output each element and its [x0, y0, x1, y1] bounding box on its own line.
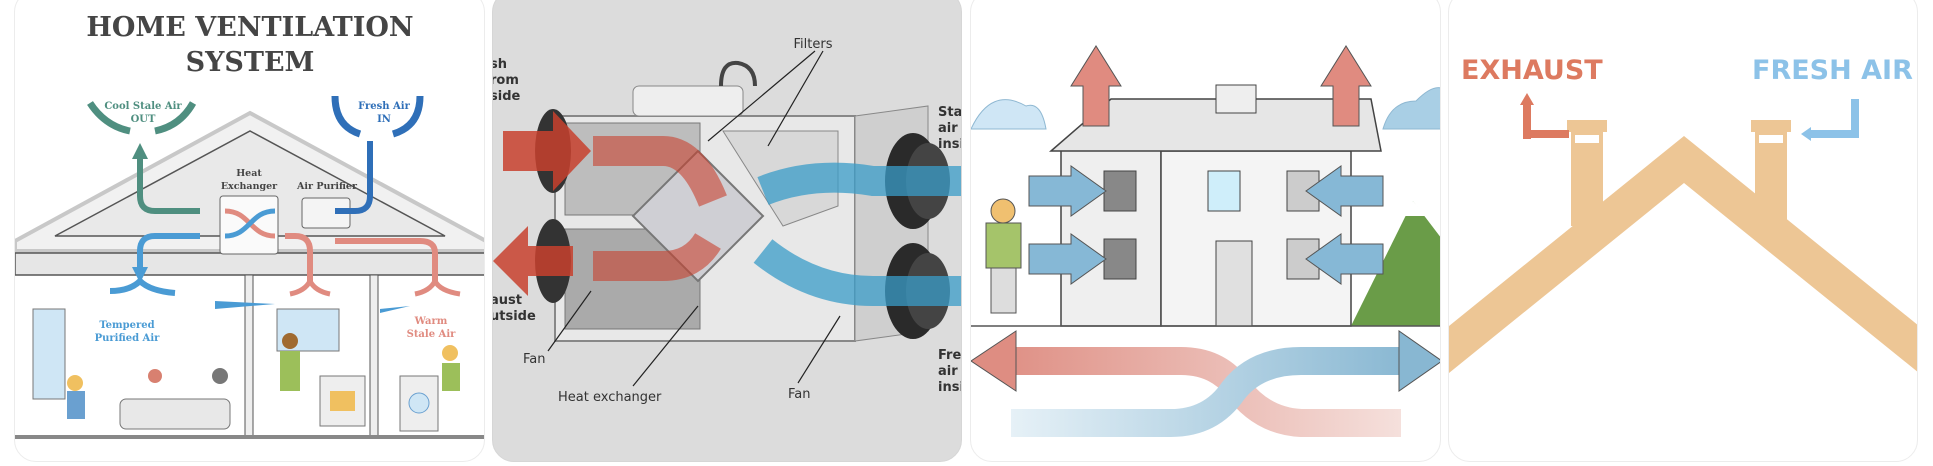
- image-card-home-ventilation[interactable]: HOME VENTILATION SYSTEM Cool Stale Air O…: [14, 0, 485, 462]
- label-stale-2: air: [938, 121, 958, 136]
- label-tempered: Tempered: [99, 320, 154, 331]
- exhaust-arrow-right: [1320, 45, 1372, 127]
- label-stale-3: insi: [938, 137, 962, 152]
- fresh-air-arrow-icon: [1809, 99, 1859, 138]
- image-card-hrv-unit[interactable]: Filters sh rom side aust utside Fan Heat…: [492, 0, 962, 462]
- title-line-2: SYSTEM: [186, 47, 315, 78]
- floor: [15, 435, 484, 439]
- label-fresh-air: Fresh Air: [358, 101, 410, 112]
- label-heat: Heat: [236, 168, 262, 179]
- label-filters: Filters: [794, 37, 833, 52]
- unit-top-box: [632, 85, 744, 117]
- ceiling: [15, 252, 484, 276]
- label-heat-exchanger: Heat exchanger: [558, 390, 662, 405]
- home-ventilation-illustration: HOME VENTILATION SYSTEM Cool Stale Air O…: [15, 12, 484, 439]
- exhaust-arrow-left: [1070, 45, 1122, 127]
- house-main: [1160, 150, 1352, 327]
- label-exchanger: Exchanger: [221, 181, 278, 192]
- label-cool-stale-air: Cool Stale Air: [104, 101, 182, 112]
- wall-right: [369, 274, 379, 438]
- label-fresh-2: air: [938, 364, 958, 379]
- label-in: IN: [377, 114, 391, 125]
- window-left: [32, 308, 66, 400]
- label-out: OUT: [131, 114, 156, 125]
- fresh-in-arrow: [503, 111, 591, 191]
- house-airflow-illustration: [971, 45, 1440, 437]
- label-stale-1: Stal: [938, 105, 962, 120]
- image-card-roof-vents[interactable]: EXHAUST FRESH AIR: [1448, 0, 1918, 462]
- label-fan-right: Fan: [788, 387, 811, 402]
- label-warm: Warm: [414, 316, 448, 327]
- label-purified-air: Purified Air: [95, 333, 161, 344]
- label-fresh-air: FRESH AIR: [1752, 55, 1913, 86]
- label-fresh-from-3: side: [493, 89, 520, 104]
- door: [1215, 240, 1253, 327]
- chimney: [1215, 84, 1257, 114]
- title-line-1: HOME VENTILATION: [86, 12, 413, 43]
- label-fresh-from-2: rom: [493, 73, 519, 88]
- mountain: [1351, 201, 1440, 326]
- label-air-purifier: Air Purifier: [296, 181, 358, 192]
- label-stale-air: Stale Air: [407, 329, 457, 340]
- label-fresh-from-1: sh: [493, 57, 507, 72]
- label-fresh-1: Fres: [938, 348, 962, 363]
- label-fan-left: Fan: [523, 352, 546, 367]
- exhaust-out-arrow: [493, 226, 573, 296]
- heat-exchanger-core: [631, 149, 765, 283]
- hrv-unit-illustration: Filters sh rom side aust utside Fan Heat…: [493, 37, 962, 405]
- roof: [1449, 136, 1917, 373]
- roof-vents-illustration: EXHAUST FRESH AIR: [1449, 55, 1917, 373]
- label-fresh-3: insi: [938, 380, 962, 395]
- label-exhaust: EXHAUST: [1461, 55, 1603, 86]
- label-exhaust-1: aust: [493, 293, 522, 308]
- exhaust-arrow-icon: [1523, 103, 1569, 139]
- wall-left: [244, 274, 254, 438]
- label-exhaust-2: utside: [493, 309, 536, 324]
- image-card-house-airflow[interactable]: [970, 0, 1441, 462]
